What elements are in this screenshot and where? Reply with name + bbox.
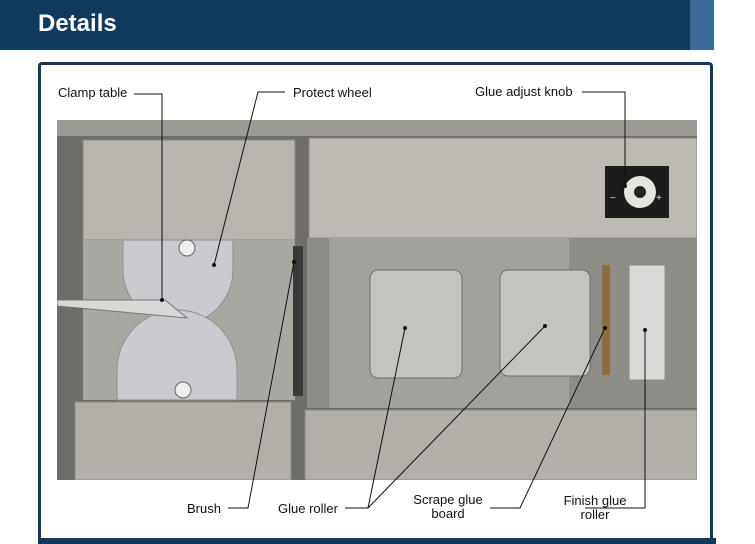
label-scrape-glue-board-line1: Scrape glue — [413, 492, 483, 507]
glue-adjust-knob-plate: − + — [605, 166, 669, 218]
label-finish-glue-roller: Finish glue roller — [552, 494, 638, 522]
label-clamp-table: Clamp table — [58, 85, 128, 100]
page-title: Details — [38, 10, 117, 37]
label-brush: Brush — [187, 501, 221, 516]
label-protect-wheel: Protect wheel — [293, 85, 372, 100]
label-glue-adjust-knob: Glue adjust knob — [475, 84, 573, 99]
machine-photo: − + — [57, 120, 697, 480]
svg-text:−: − — [610, 193, 616, 204]
frame-bottom-bar — [38, 538, 716, 544]
label-scrape-glue-board: Scrape glue board — [404, 493, 492, 521]
label-finish-glue-roller-line2: roller — [580, 507, 610, 522]
header-accent — [690, 0, 714, 50]
label-scrape-glue-board-line2: board — [431, 506, 465, 521]
header-bar — [0, 0, 690, 50]
label-glue-roller: Glue roller — [278, 501, 338, 516]
label-finish-glue-roller-line1: Finish glue — [563, 493, 627, 508]
svg-text:+: + — [656, 193, 662, 204]
